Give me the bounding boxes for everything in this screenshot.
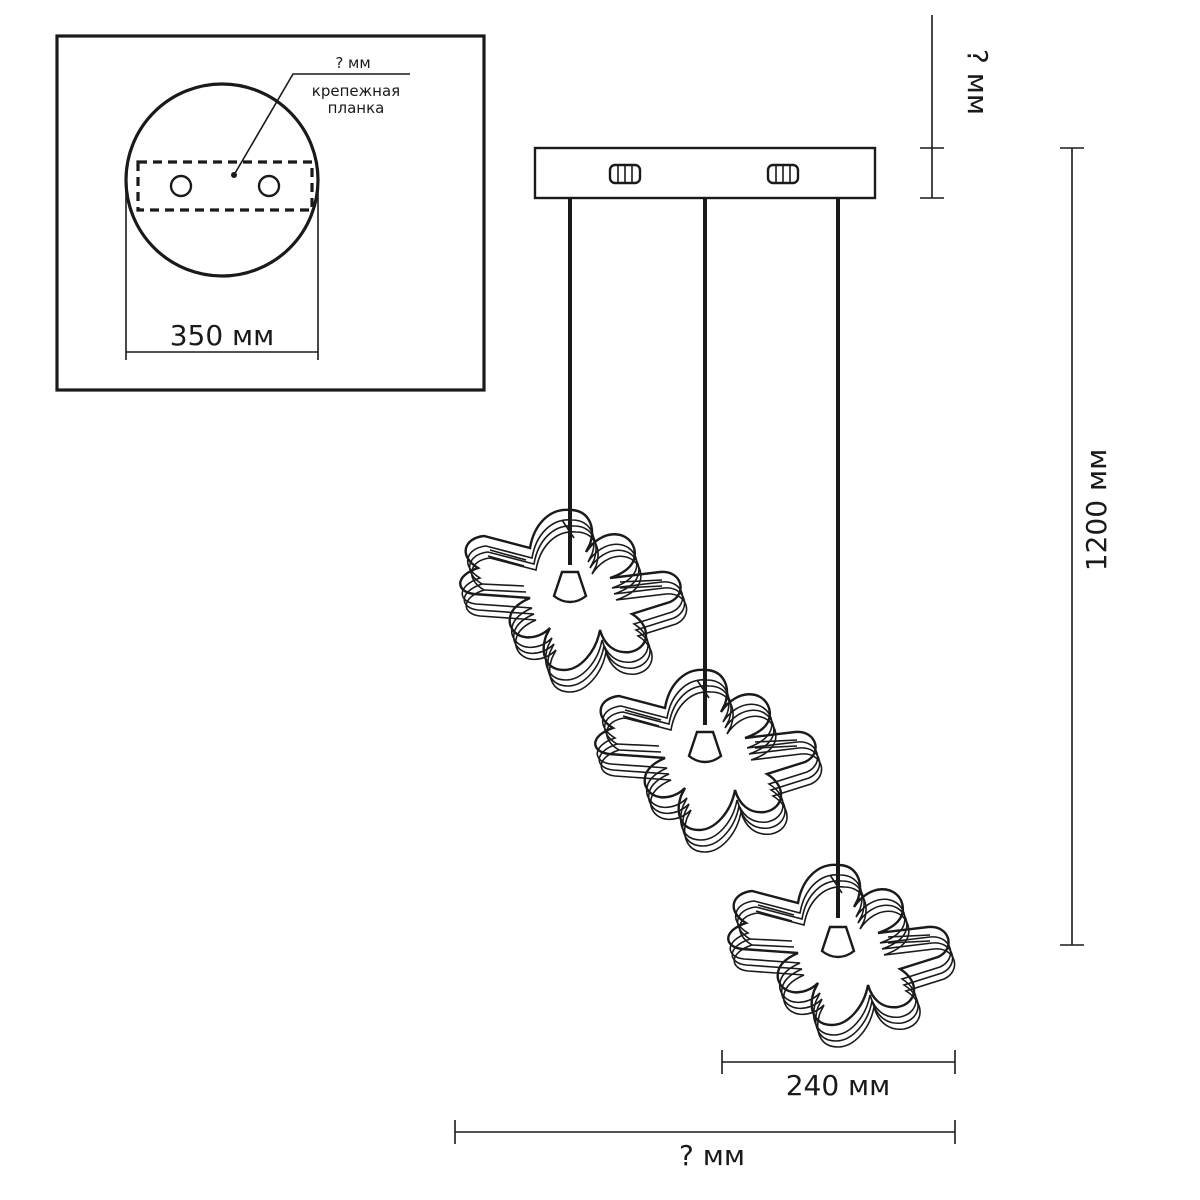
total-width-label: ? мм (679, 1139, 745, 1172)
total-height-label: 1200 мм (1080, 449, 1113, 571)
shade-top (460, 510, 686, 692)
canopy-body (533, 146, 877, 200)
shade-width-label: 240 мм (786, 1069, 891, 1102)
mounting-hole-right (257, 174, 281, 198)
mounting-hole-left (169, 174, 193, 198)
diameter-label: 350 мм (170, 319, 275, 352)
shade-bottom (728, 865, 954, 1047)
canopy-height-label: ? мм (961, 49, 994, 115)
canopy-grip-left (608, 163, 642, 185)
shade-middle (595, 670, 821, 852)
shade-width-dimension: 240 мм (721, 1050, 956, 1102)
bracket-label-line2: планка (328, 99, 385, 117)
leader-line (233, 73, 410, 176)
bracket-label-line1: крепежная (312, 82, 400, 100)
canopy-grip-right (766, 163, 800, 185)
inset-panel: ? мм крепежная планка 350 мм (55, 34, 486, 392)
mounting-bracket (136, 160, 314, 212)
inset-top-label: ? мм (335, 54, 370, 72)
canopy-circle (124, 82, 320, 278)
canopy-bar (533, 146, 877, 200)
canopy-height-dimension: ? мм (920, 15, 994, 199)
inset-frame (55, 34, 486, 392)
total-height-dimension: 1200 мм (1060, 147, 1113, 946)
total-width-dimension: ? мм (454, 1120, 956, 1172)
